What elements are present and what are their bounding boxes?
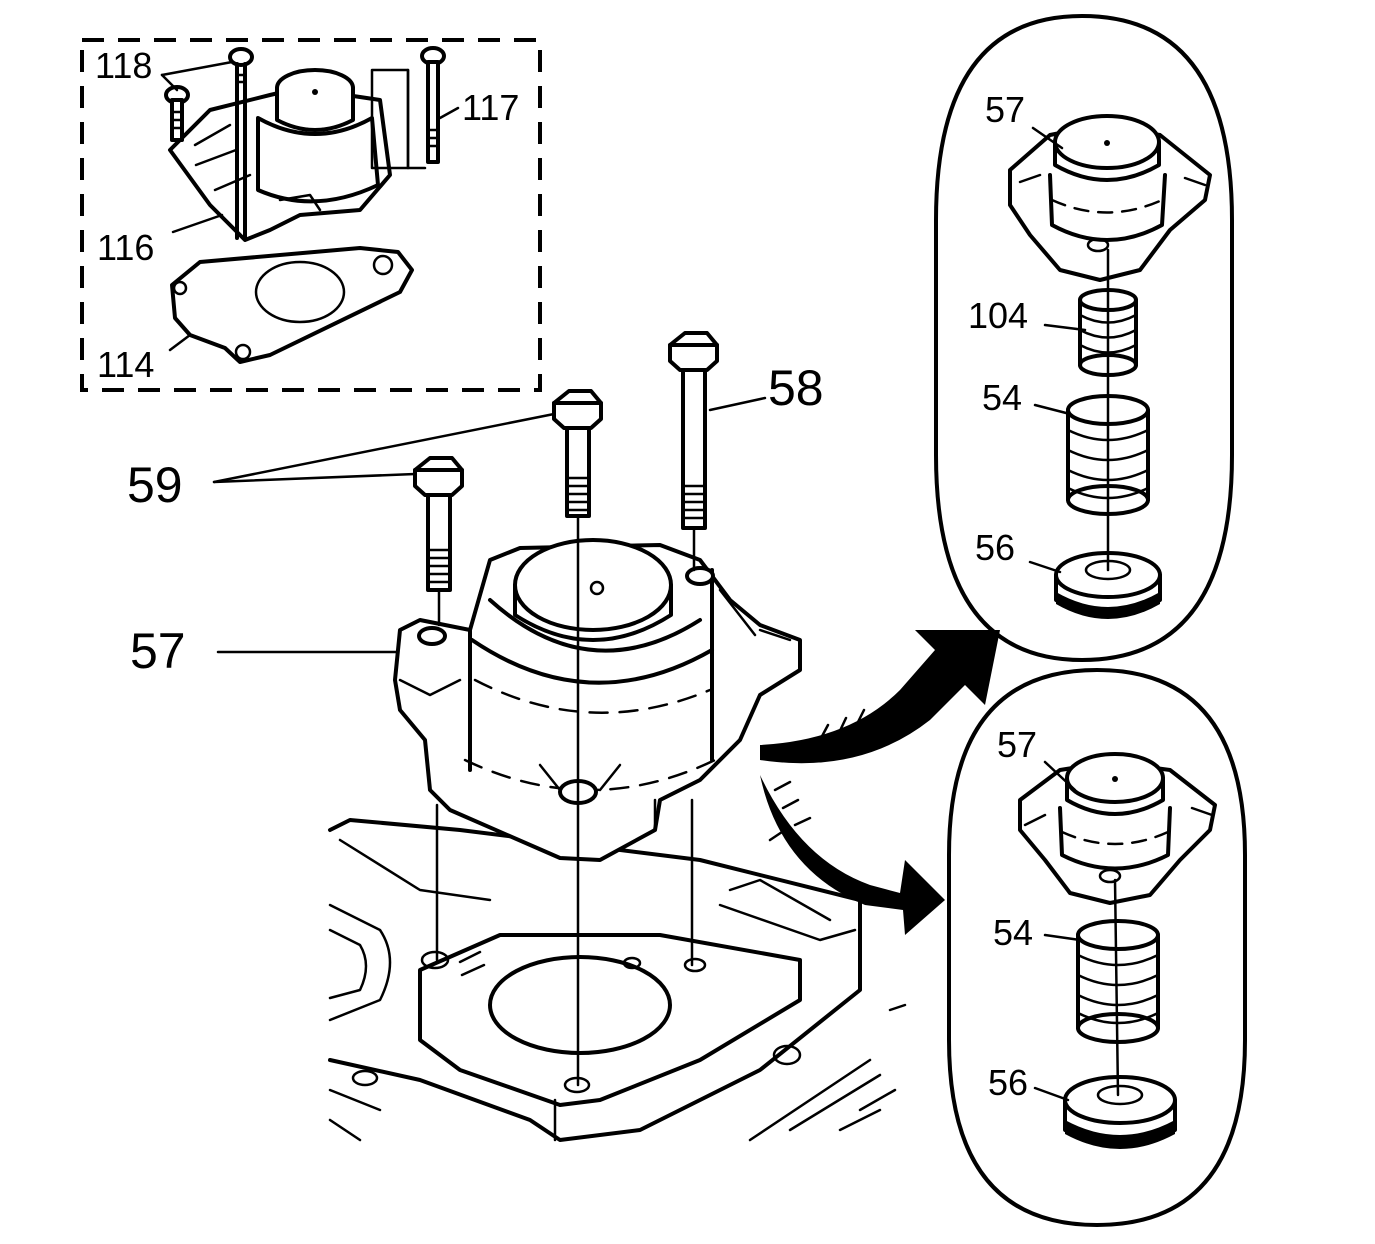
curved-arrow-lower-icon — [760, 775, 945, 935]
callout-57-main: 57 — [130, 623, 186, 679]
bolt-59-left — [413, 456, 464, 627]
bolt-58 — [668, 331, 719, 572]
gasket-114 — [170, 246, 414, 364]
detail-lower-housing-57 — [1018, 752, 1217, 905]
callout-detail-lower-54: 54 — [993, 912, 1033, 953]
detail-upper-housing-57 — [1008, 114, 1212, 282]
detail-lower-piston-56 — [1063, 1075, 1177, 1149]
callout-116: 116 — [97, 227, 154, 268]
callout-114: 114 — [97, 344, 154, 385]
servo-housing-57 — [393, 538, 802, 862]
bolt-118-a — [164, 85, 190, 142]
curved-arrow-upper-icon — [760, 630, 1000, 764]
callout-detail-upper-104: 104 — [968, 295, 1028, 336]
case-body — [328, 818, 907, 1142]
detail-panel-upper: 57 104 54 56 — [934, 14, 1234, 662]
callout-58: 58 — [768, 360, 824, 416]
callout-detail-lower-57: 57 — [997, 724, 1037, 765]
callout-118: 118 — [95, 45, 152, 86]
callout-117: 117 — [462, 87, 519, 128]
callout-detail-upper-56: 56 — [975, 527, 1015, 568]
bolt-59-center — [552, 389, 603, 518]
inset-panel: 118 117 116 114 — [80, 38, 542, 392]
callout-detail-upper-57: 57 — [985, 89, 1025, 130]
callout-59: 59 — [127, 457, 183, 513]
detail-upper-piston-56 — [1054, 551, 1162, 619]
cover-116 — [168, 68, 427, 242]
detail-panel-lower: 57 54 56 — [947, 668, 1247, 1227]
bolt-117 — [420, 46, 446, 164]
callout-detail-lower-56: 56 — [988, 1062, 1028, 1103]
bolt-118-b — [228, 47, 254, 240]
callout-detail-upper-54: 54 — [982, 377, 1022, 418]
